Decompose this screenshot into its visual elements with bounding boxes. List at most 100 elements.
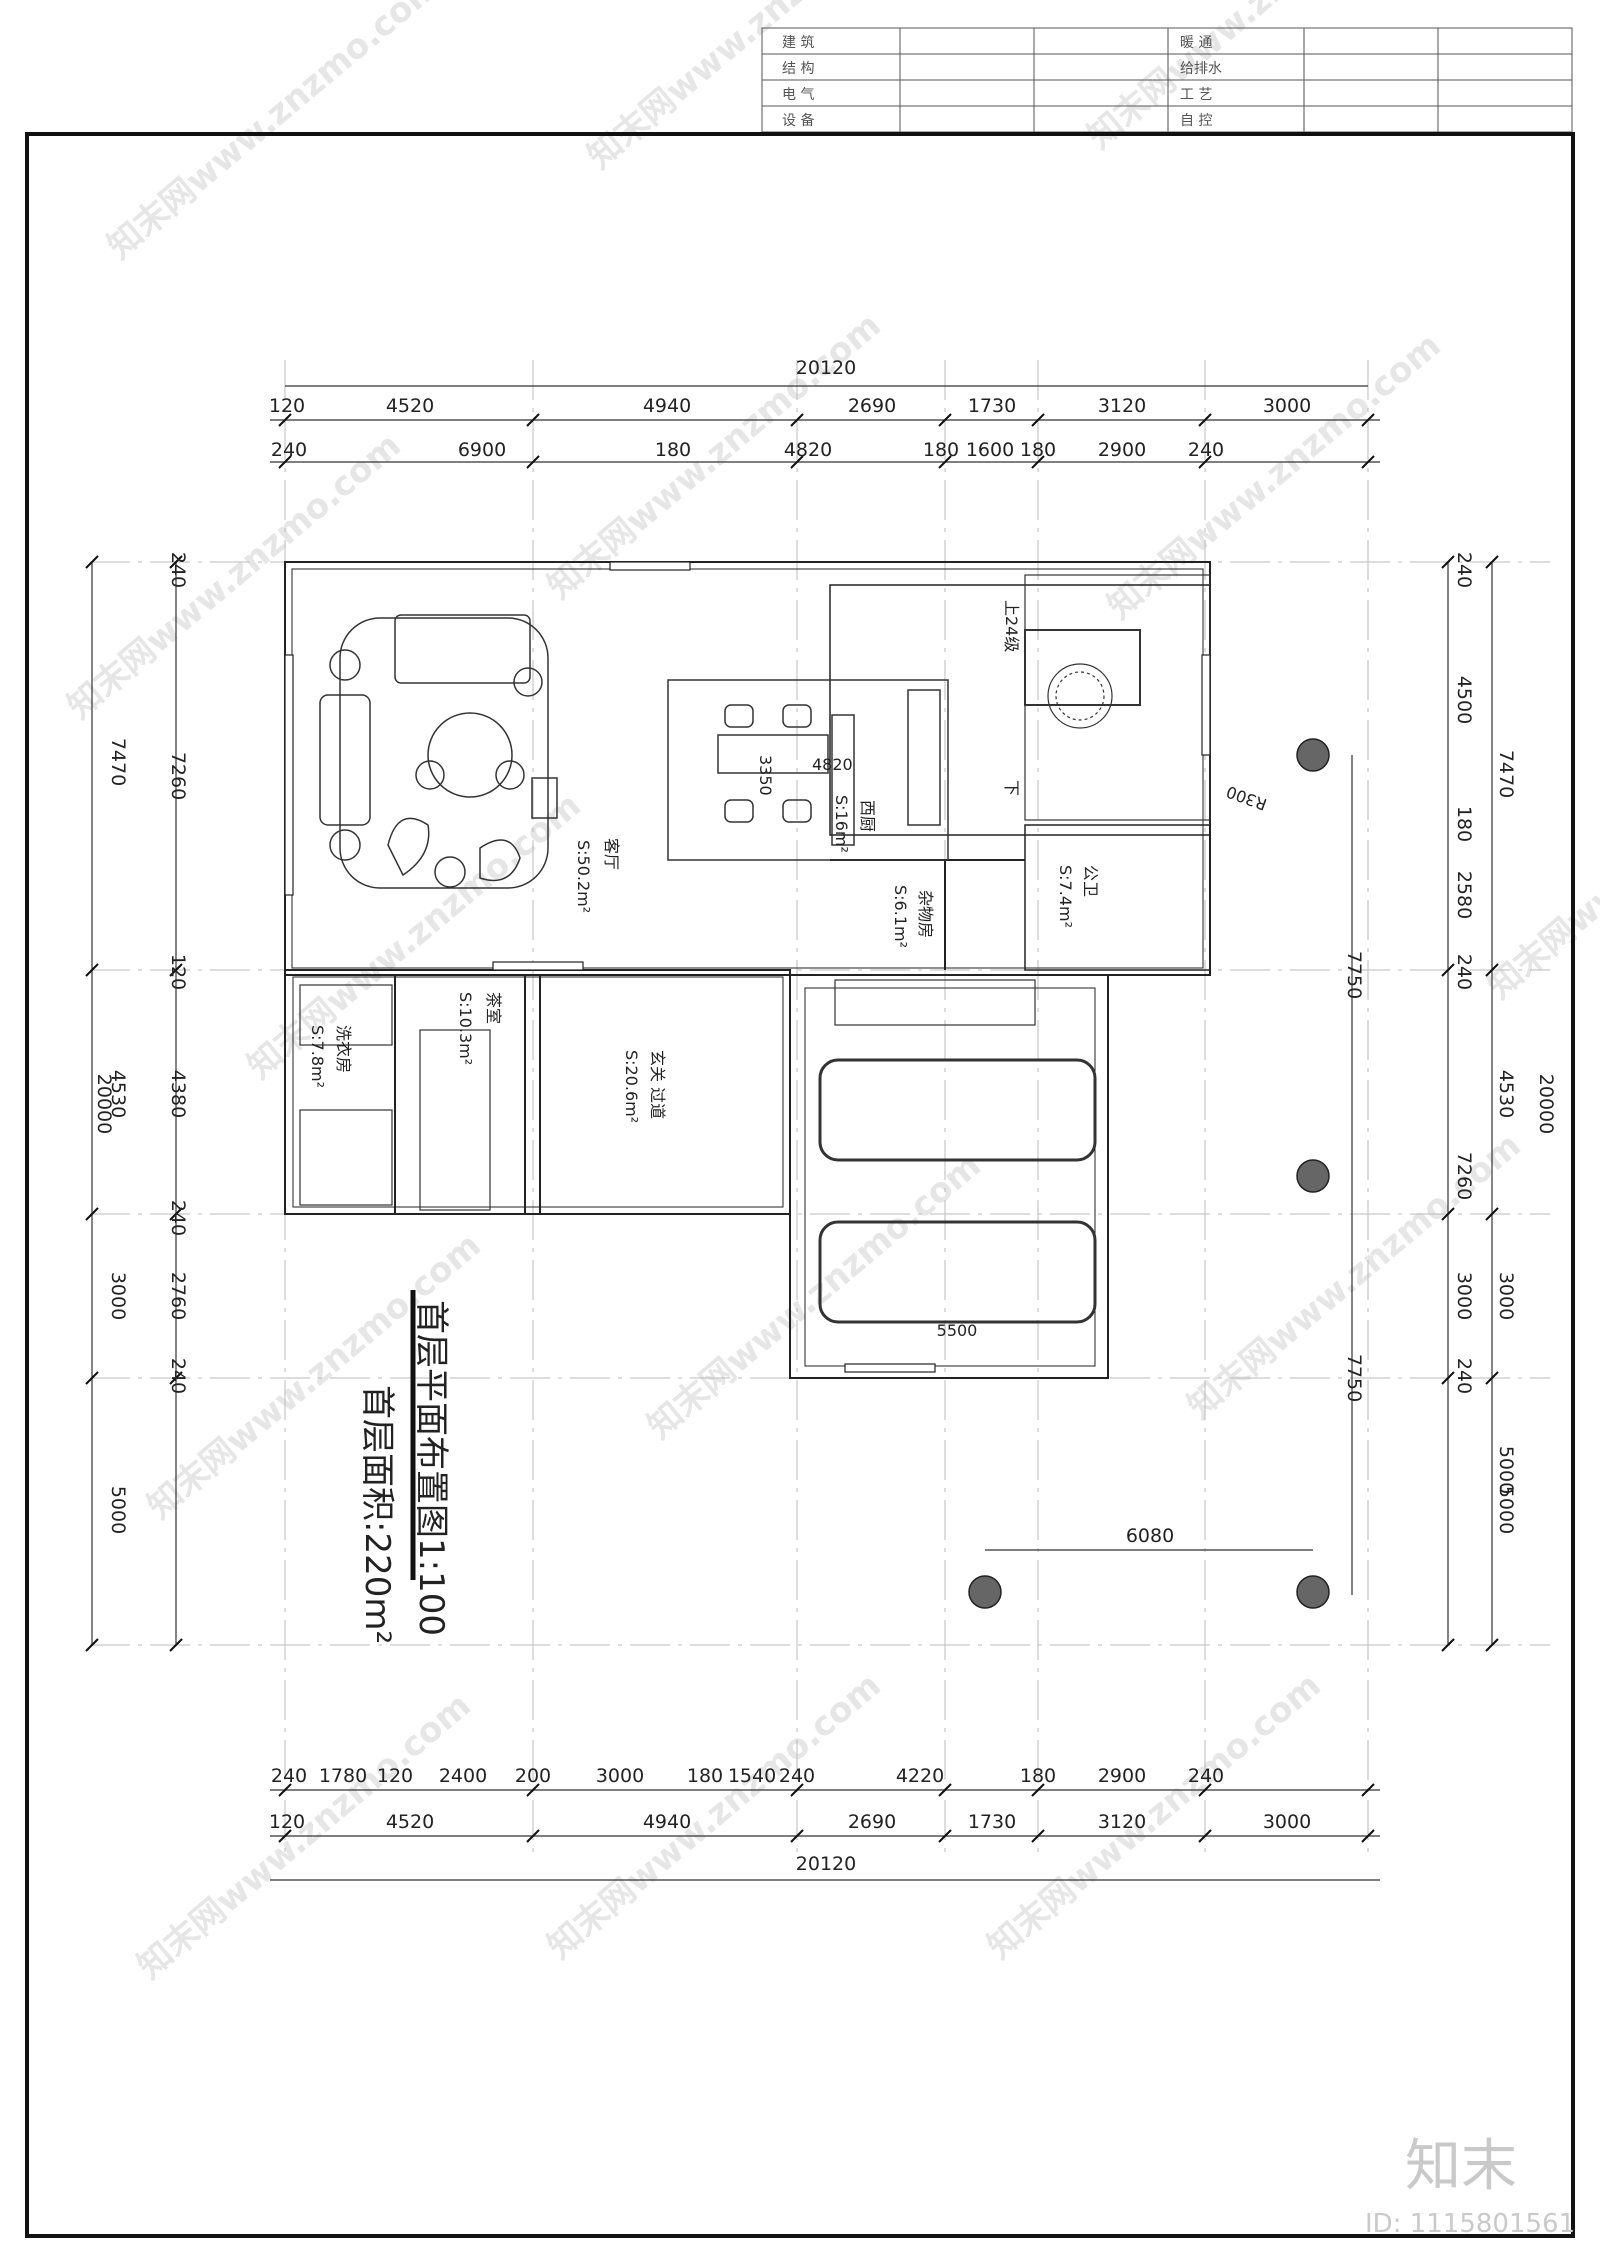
dim-tick	[526, 455, 540, 469]
dim-tick	[1485, 1207, 1499, 1221]
room-entry-area: S:20.6m²	[622, 1050, 641, 1123]
dim-tick	[169, 1371, 183, 1385]
drawing-title-group: 首层平面布置图1:100 首层面积:220m²	[357, 1290, 451, 1644]
dim-bot-2b: 4520	[386, 1811, 434, 1833]
dim-bot-1l: 2900	[1098, 1765, 1146, 1787]
site-columns	[968, 738, 1330, 1609]
tb-elec: 电 气	[782, 87, 814, 103]
dim-tick	[1031, 455, 1045, 469]
dim-tick	[1485, 1638, 1499, 1652]
watermark-text-1: 知末网www.znzmo.com	[580, 0, 929, 177]
dim-left-in-a: 240	[167, 552, 189, 588]
dim-tick	[1031, 1783, 1045, 1797]
dim-tick	[526, 1829, 540, 1843]
dim-site: 6080	[1126, 1525, 1174, 1547]
dim-bot-1m: 240	[1188, 1765, 1224, 1787]
room-tea-name: 茶室	[484, 992, 503, 1024]
drawing-title: 首层平面布置图1:100	[411, 1300, 451, 1636]
room-bath-area: S:7.4m²	[1056, 865, 1075, 928]
living-furniture	[319, 614, 558, 889]
dim-tick	[1198, 1783, 1212, 1797]
dim-tick	[1485, 1371, 1499, 1385]
dim-tick	[278, 1829, 292, 1843]
dim-bot-1f: 3000	[596, 1765, 644, 1787]
dim-top-2g: 180	[1020, 439, 1056, 461]
dim-tick	[1441, 1207, 1455, 1221]
dim-tick	[85, 1371, 99, 1385]
dim-tick	[938, 1783, 952, 1797]
dim-left-in-g: 240	[167, 1358, 189, 1394]
tb-arch: 建 筑	[782, 35, 814, 51]
dim-bot-2f: 3120	[1098, 1811, 1146, 1833]
dim-right-out-a: 7470	[1495, 750, 1517, 798]
dim-tick	[169, 1207, 183, 1221]
dim-tick	[790, 1829, 804, 1843]
radius-label: R300	[1224, 782, 1270, 814]
dim-bot-1e: 200	[515, 1765, 551, 1787]
windows	[284, 561, 1211, 1373]
dim-top-1a: 120	[269, 395, 305, 417]
stair-down-label: 下	[1002, 780, 1021, 796]
image-id: ID: 1115801561	[1365, 2209, 1575, 2239]
dim-tick	[1485, 555, 1499, 569]
dim-top-1d: 2690	[848, 395, 896, 417]
dim-right-in-i: 5000	[1495, 1486, 1517, 1534]
dim-left-in-e: 240	[167, 1200, 189, 1236]
dim-tick	[1441, 1638, 1455, 1652]
dim-bot-2d: 2690	[848, 1811, 896, 1833]
tb-plumb: 给排水	[1180, 61, 1222, 77]
title-block	[761, 27, 1573, 133]
dim-tick	[1441, 1371, 1455, 1385]
dim-bot-1g: 180	[687, 1765, 723, 1787]
dimension-text: 20120 120 4520 4940 2690 1730 3120 3000 …	[93, 357, 1557, 1875]
table-dim: 4820	[812, 755, 853, 774]
room-living-area: S:50.2m²	[574, 840, 593, 913]
dim-bot-1k: 180	[1020, 1765, 1056, 1787]
table-dim-2: 3350	[756, 755, 775, 796]
dim-tick	[1361, 413, 1375, 427]
room-entry-name: 玄关 过道	[648, 1050, 667, 1119]
dim-tick	[85, 963, 99, 977]
dim-tick	[1031, 1829, 1045, 1843]
dim-tick	[1485, 963, 1499, 977]
dim-right-total: 20000	[1535, 1074, 1557, 1134]
watermark-text-3: 知末网www.znzmo.com	[60, 425, 409, 727]
title-block-labels: 建 筑 暖 通 结 构 给排水 电 气 工 艺 设 备 自 控	[782, 35, 1222, 129]
dim-tick	[1198, 413, 1212, 427]
watermark-text-5: 知末网www.znzmo.com	[1100, 325, 1449, 627]
dim-top-1f: 3120	[1098, 395, 1146, 417]
dim-tick	[278, 455, 292, 469]
room-laundry-name: 洗衣房	[334, 1025, 353, 1073]
watermark-layer: 知末网www.znzmo.com 知末网www.znzmo.com 知末网www.z…	[60, 0, 1600, 1987]
dim-left-outer-a: 7470	[107, 738, 129, 786]
dim-left-outer-b: 4530	[107, 1070, 129, 1118]
dimension-ticks	[85, 413, 1499, 1843]
dim-right-in-a: 240	[1453, 552, 1475, 588]
room-labels: 客厅 S:50.2m² 西厨 S:16m² 杂物房 S:6.1m² 公卫 S:7…	[308, 600, 1269, 1340]
watermark-text-12: 知末网www.znzmo.com	[540, 1665, 889, 1967]
tb-process: 工 艺	[1180, 87, 1212, 103]
dim-right-out-d: 5000	[1495, 1446, 1517, 1494]
dim-left-total: 20000	[93, 1074, 115, 1134]
watermark-text-9: 知末网www.znzmo.com	[640, 1145, 989, 1447]
dim-tick	[1198, 1829, 1212, 1843]
dim-tick	[1198, 455, 1212, 469]
dim-tick	[278, 1783, 292, 1797]
dim-tick	[85, 1207, 99, 1221]
room-kitchen-area: S:16m²	[832, 795, 851, 853]
dim-tick	[278, 413, 292, 427]
room-bath-name: 公卫	[1081, 865, 1100, 897]
dim-bot-2e: 1730	[968, 1811, 1016, 1833]
dim-right-mid-b: 7750	[1343, 1354, 1365, 1402]
dim-top-1b: 4520	[386, 395, 434, 417]
dim-left-outer-c: 3000	[107, 1272, 129, 1320]
dim-left-in-f: 2760	[167, 1272, 189, 1320]
dim-tick	[169, 963, 183, 977]
dim-tick	[938, 1829, 952, 1843]
dim-tick	[1441, 963, 1455, 977]
dim-right-in-g: 3000	[1453, 1272, 1475, 1320]
tb-struct: 结 构	[782, 61, 814, 77]
room-storage-area: S:6.1m²	[891, 885, 910, 948]
dim-bot-total: 20120	[796, 1853, 856, 1875]
